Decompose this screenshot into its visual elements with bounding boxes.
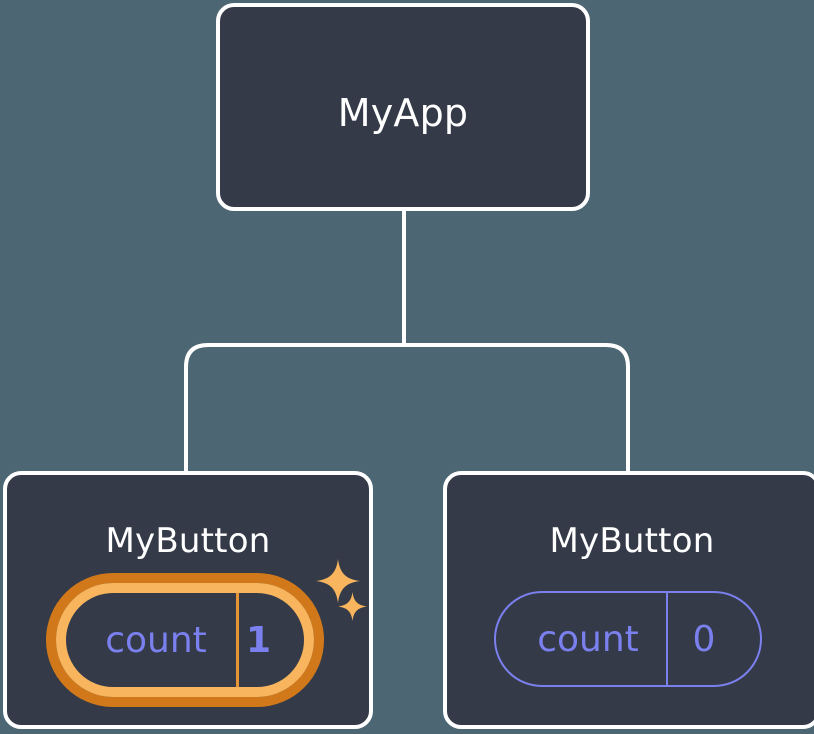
connector-to-left-child bbox=[184, 343, 404, 471]
component-node-title: MyButton bbox=[549, 521, 715, 561]
state-value: 0 bbox=[692, 618, 716, 660]
sparkle-icon bbox=[316, 559, 360, 603]
component-node-myapp[interactable]: MyApp bbox=[216, 3, 590, 211]
connector-to-right-child bbox=[404, 343, 630, 471]
component-node-title: MyButton bbox=[105, 521, 271, 561]
state-pill-count[interactable]: count 0 bbox=[494, 591, 762, 687]
component-node-title: MyApp bbox=[337, 91, 469, 135]
state-value: 1 bbox=[245, 619, 272, 661]
sparkle-icon bbox=[338, 592, 367, 621]
state-key: count bbox=[496, 593, 668, 685]
state-key: count bbox=[66, 593, 239, 687]
state-pill-count-highlighted[interactable]: count 1 bbox=[56, 583, 314, 697]
